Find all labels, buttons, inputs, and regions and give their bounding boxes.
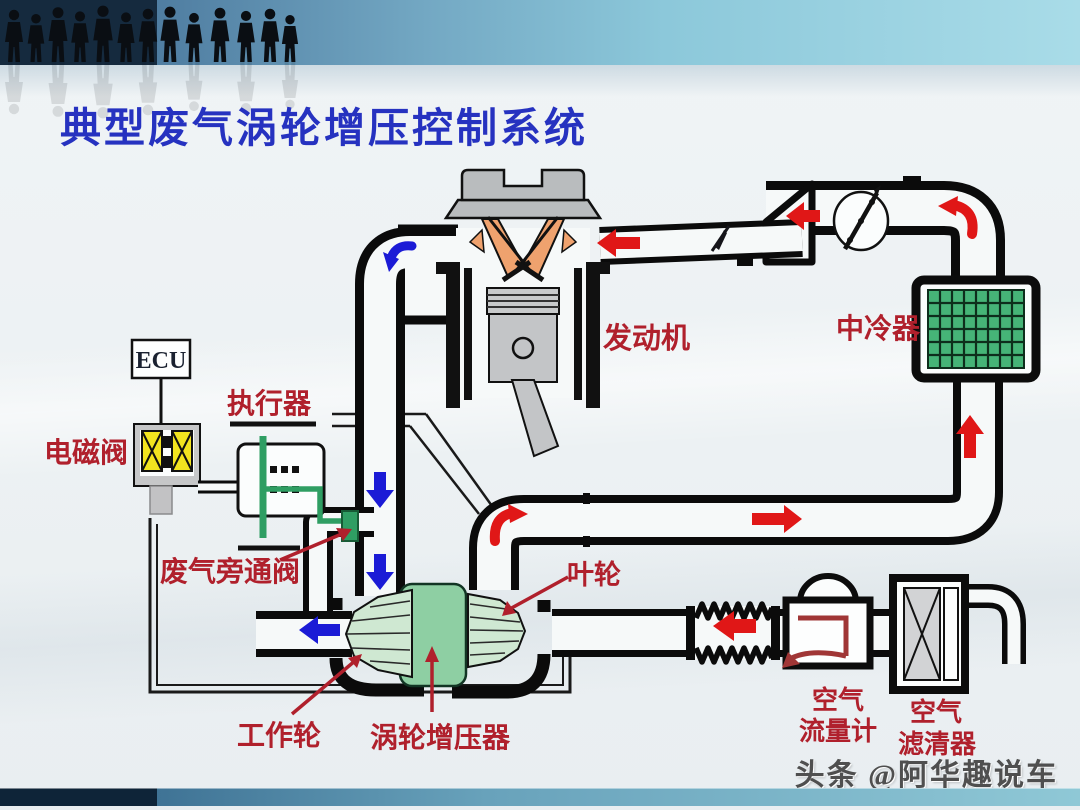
- engine-valves: [468, 216, 578, 283]
- compressor-wheel: [344, 588, 413, 679]
- label-air-filter-2: 滤清器: [898, 730, 977, 759]
- label-solenoid-valve: 电磁阀: [44, 437, 128, 469]
- connecting-rod: [510, 379, 560, 458]
- label-actuator: 执行器: [227, 387, 312, 420]
- arrow-before-throttle: [786, 202, 820, 230]
- arrow-up-to-intercooler: [956, 415, 984, 458]
- banner-reflection: [0, 65, 1080, 97]
- label-turbocharger: 涡轮增压器: [370, 722, 511, 754]
- ecu-assembly: ECU: [130, 338, 192, 424]
- ecu-box: [130, 338, 192, 380]
- label-intercooler: 中冷器: [836, 313, 921, 345]
- label-engine: 发动机: [602, 322, 690, 355]
- air-flow-meter: [782, 573, 874, 670]
- flow-arrows-red: [489, 196, 984, 641]
- wastegate-control-rod: [263, 486, 342, 524]
- watermark: 头条 @阿华趣说车: [794, 759, 1058, 792]
- ecu-label: ECU: [136, 348, 187, 374]
- air-filter: [889, 574, 969, 694]
- piston: [486, 287, 560, 458]
- arrow-exhaust-out: [299, 616, 340, 644]
- arrow-exhaust-down-1: [366, 472, 394, 508]
- engine: [436, 168, 610, 458]
- label-impeller: 叶轮: [567, 560, 621, 590]
- label-air-flow-meter-2: 流量计: [799, 717, 877, 746]
- component-labels: 电磁阀 执行器 废气旁通阀 发动机 中冷器 叶轮 工作轮 涡轮增压器 空气 流量…: [44, 313, 977, 759]
- intercooler: [911, 275, 1041, 383]
- actuator: [230, 421, 342, 551]
- slide-title: 典型废气涡轮增压控制系统: [60, 105, 588, 151]
- cylinder-head: [460, 168, 586, 202]
- arrow-air-inlet: [713, 611, 756, 641]
- solenoid-coils: [141, 430, 193, 472]
- label-compressor-wheel: 工作轮: [237, 720, 321, 752]
- arrow-top-elbow: [938, 196, 958, 216]
- flow-arrows-blue: [299, 241, 417, 644]
- throttle-valve: [832, 185, 890, 252]
- arrow-exhaust-elbow: [383, 252, 399, 272]
- cylinder-walls: [436, 262, 610, 408]
- label-air-flow-meter-1: 空气: [812, 685, 864, 715]
- arrow-exhaust-down-2: [366, 554, 394, 590]
- label-leaders: [279, 528, 569, 716]
- arrow-into-engine: [597, 229, 640, 257]
- turbocharger: [329, 582, 551, 699]
- arrow-compressor-out: [508, 504, 528, 523]
- top-banner: [0, 0, 1080, 119]
- banner-right-block: [157, 0, 1080, 65]
- solenoid-valve: [133, 423, 240, 515]
- label-wastegate: 废气旁通阀: [160, 555, 300, 588]
- corrugated-hose: [686, 601, 780, 665]
- label-air-filter-1: 空气: [910, 697, 962, 727]
- bottom-bar: [0, 788, 1080, 806]
- arrow-charge-pipe-right: [752, 505, 802, 533]
